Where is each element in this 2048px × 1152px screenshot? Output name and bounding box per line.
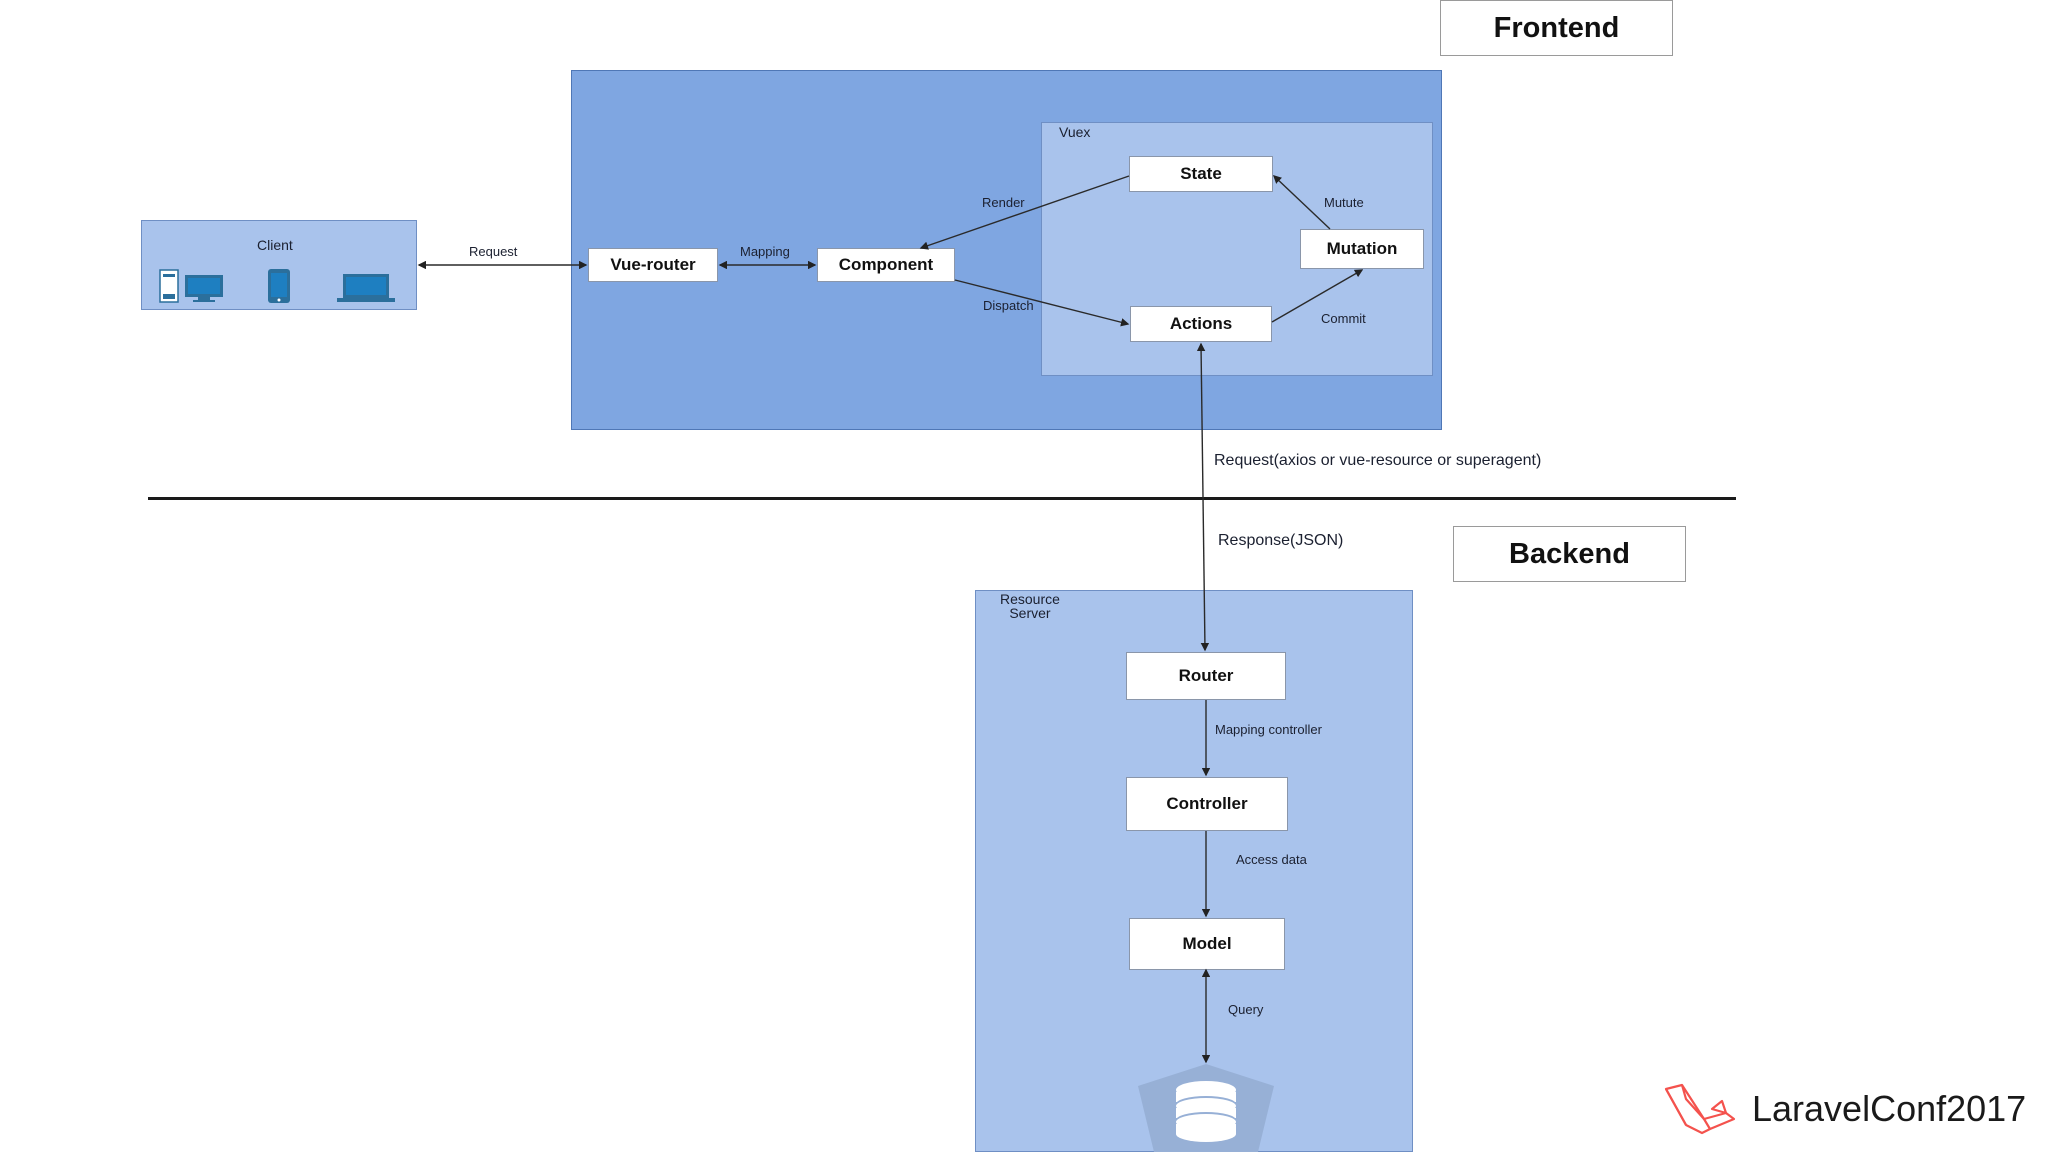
mapping-controller-label: Mapping controller — [1215, 722, 1322, 737]
edge-render — [919, 175, 1130, 250]
laptop-icon — [337, 274, 395, 302]
desktop-computer-icon — [159, 269, 223, 303]
access-data-label: Access data — [1236, 852, 1307, 867]
edge-dispatch — [954, 279, 1130, 327]
render-label: Render — [982, 195, 1025, 210]
state-node: State — [1129, 156, 1273, 192]
actions-node: Actions — [1130, 306, 1272, 342]
vuex-label: Vuex — [1059, 124, 1091, 140]
api-response-label: Response(JSON) — [1218, 532, 1344, 549]
laravel-logo-icon — [1664, 1083, 1736, 1135]
vue-router-node: Vue-router — [588, 248, 718, 282]
backend-title: Backend — [1453, 526, 1686, 582]
mutation-node: Mutation — [1300, 229, 1424, 269]
frontend-title: Frontend — [1440, 0, 1673, 56]
commit-label: Commit — [1321, 311, 1366, 326]
client-label: Client — [257, 237, 293, 253]
mutute-label: Mutute — [1324, 195, 1364, 210]
query-label: Query — [1228, 1002, 1264, 1017]
frontend-backend-divider — [148, 497, 1736, 500]
component-node: Component — [817, 248, 955, 282]
router-node: Router — [1126, 652, 1286, 700]
request-label: Request — [469, 244, 518, 259]
dispatch-label: Dispatch — [983, 298, 1034, 313]
resource-server-label: Resource Server — [1000, 591, 1060, 621]
edge-api — [1196, 342, 1210, 652]
model-node: Model — [1129, 918, 1285, 970]
api-request-label: Request(axios or vue-resource or superag… — [1214, 452, 1542, 469]
edge-mutute — [1272, 175, 1331, 230]
brand-name: LaravelConf2017 — [1752, 1088, 2027, 1129]
phone-icon — [268, 269, 290, 303]
database-icon — [1138, 1064, 1274, 1152]
mapping-label: Mapping — [740, 244, 790, 259]
controller-node: Controller — [1126, 777, 1288, 831]
edge-commit — [1271, 269, 1364, 323]
